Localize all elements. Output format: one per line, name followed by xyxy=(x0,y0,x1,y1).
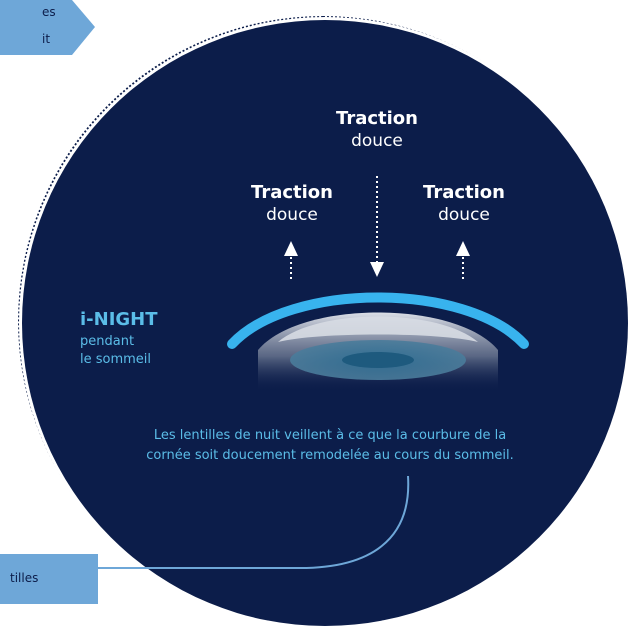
top-callout-tag: es it xyxy=(0,0,95,55)
center-traction-sub: douce xyxy=(351,131,403,151)
right-traction-arrow xyxy=(456,241,470,282)
center-traction-label: Traction douce xyxy=(317,108,437,152)
right-traction-label: Traction douce xyxy=(404,182,524,226)
lens-subtitle-line2: le sommeil xyxy=(80,352,152,367)
left-traction-label: Traction douce xyxy=(232,182,352,226)
callout-connector-line xyxy=(96,475,410,569)
center-traction-arrow xyxy=(370,176,384,277)
bottom-callout-tag: tilles xyxy=(0,554,98,604)
center-traction-title: Traction xyxy=(336,108,418,129)
right-traction-title: Traction xyxy=(423,182,505,203)
left-traction-title: Traction xyxy=(251,182,333,203)
right-traction-sub: douce xyxy=(438,205,490,225)
lens-arc xyxy=(227,292,529,349)
left-traction-sub: douce xyxy=(266,205,318,225)
diagram-caption: Les lentilles de nuit veillent à ce que … xyxy=(100,426,560,466)
bottom-callout-text: tilles xyxy=(10,571,39,585)
top-callout-line1: es xyxy=(42,5,56,19)
lens-label: i-NIGHT pendant le sommeil xyxy=(80,311,158,369)
caption-line2: cornée soit doucement remodelée au cours… xyxy=(146,448,514,463)
lens-subtitle-line1: pendant xyxy=(80,334,135,349)
left-traction-arrow xyxy=(284,241,298,282)
lens-title: i-NIGHT xyxy=(80,309,158,330)
caption-line1: Les lentilles de nuit veillent à ce que … xyxy=(153,428,507,443)
eye-cornea-illustration xyxy=(258,312,498,392)
top-callout-line2: it xyxy=(42,32,51,46)
